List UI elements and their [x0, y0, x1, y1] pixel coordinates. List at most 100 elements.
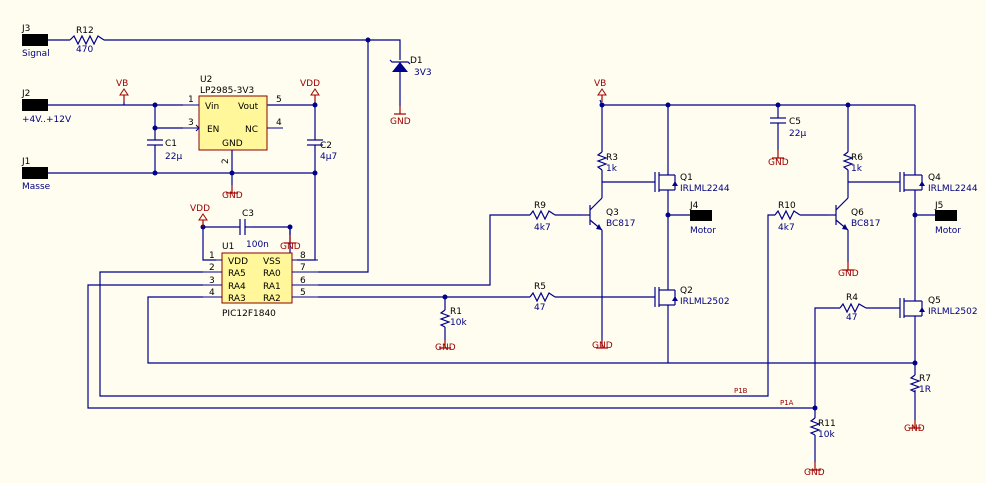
mcu-pin-name-1: VDD [228, 257, 248, 267]
svg-text:GND: GND [435, 343, 456, 353]
regulator-pin-vout: Vout [238, 102, 259, 112]
capacitor-c1-ref: C1 [165, 139, 177, 149]
resistor-r4[interactable]: R4 47 [839, 293, 867, 323]
connector-j4[interactable]: J4 Motor [689, 201, 716, 236]
mcu-pin-name-5: RA2 [263, 294, 281, 304]
ground-u2: GND [222, 184, 243, 201]
resistor-r3[interactable]: R3 1k [596, 151, 618, 174]
resistor-r12[interactable]: R12 470 [69, 26, 105, 55]
svg-text:GND: GND [904, 424, 925, 434]
capacitor-c3-ref: C3 [242, 209, 254, 219]
resistor-r3-value: 1k [606, 164, 618, 174]
connector-j1-name: Masse [22, 182, 51, 192]
connector-j4-ref: J4 [689, 201, 699, 211]
regulator-pinnum-1: 1 [188, 95, 194, 105]
capacitor-c2-value: 4µ7 [320, 152, 337, 162]
zener-diode-d1[interactable]: D1 3V3 [389, 56, 432, 82]
connector-j5-name: Motor [935, 226, 961, 236]
mcu-u1[interactable]: U1 PIC12F1840 VDD RA5 RA4 RA3 VSS RA0 RA… [203, 242, 318, 319]
transistor-q1-value: IRLML2244 [680, 184, 730, 194]
resistor-r10[interactable]: R10 4k7 [774, 201, 801, 233]
svg-text:VDD: VDD [300, 79, 320, 89]
ground-q3: GND [592, 339, 613, 351]
power-vb-right: VB [594, 79, 607, 103]
mcu-pin-name-2: RA5 [228, 269, 246, 279]
resistor-r7-ref: R7 [919, 374, 931, 384]
svg-text:GND: GND [222, 191, 243, 201]
transistor-q6[interactable]: Q6 BC817 [828, 197, 880, 231]
connector-j2[interactable]: J2 +4V..+12V [21, 89, 72, 125]
transistor-q3-value: BC817 [606, 219, 635, 229]
connector-j2-ref: J2 [21, 89, 30, 99]
transistor-q1-ref: Q1 [680, 173, 693, 183]
resistor-r5-value: 47 [534, 303, 545, 313]
connector-j5[interactable]: J5 Motor [934, 201, 961, 236]
mcu-pin-num-6: 6 [300, 276, 306, 286]
resistor-r5-ref: R5 [534, 282, 546, 292]
net-label-p1a: P1A [780, 399, 794, 407]
connector-j3-ref: J3 [21, 24, 30, 34]
resistor-r9[interactable]: R9 4k7 [529, 201, 556, 233]
ground-d1: GND [390, 105, 411, 127]
svg-text:GND: GND [390, 117, 411, 127]
resistor-r11[interactable]: R11 10k [809, 417, 836, 440]
transistor-q3[interactable]: Q3 BC817 [582, 197, 635, 231]
capacitor-c3[interactable]: C3 100n [239, 209, 269, 250]
mcu-pin-name-3: RA4 [228, 282, 246, 292]
mcu-pin-name-8: VSS [263, 257, 281, 267]
connector-j1[interactable]: J1 Masse [21, 157, 51, 192]
regulator-pinnum-4: 4 [276, 118, 282, 128]
ground-r7: GND [904, 419, 925, 434]
ground-q6: GND [838, 261, 859, 279]
svg-text:GND: GND [838, 269, 859, 279]
resistor-r6-value: 1k [851, 164, 863, 174]
resistor-r1-ref: R1 [450, 307, 462, 317]
regulator-u2[interactable]: U2 LP2985-3V3 Vin Vout EN NC GND 1 3 5 4… [183, 75, 283, 165]
capacitor-c1[interactable]: C1 22µ [147, 139, 182, 162]
transistor-q5-value: IRLML2502 [928, 307, 978, 317]
resistor-r12-value: 470 [76, 45, 93, 55]
capacitor-c2[interactable]: C2 4µ7 [307, 139, 337, 162]
regulator-pin-gnd: GND [222, 139, 243, 149]
mcu-pin-name-6: RA1 [263, 282, 281, 292]
connector-j5-ref: J5 [934, 201, 943, 211]
transistor-q4[interactable]: Q4 IRLML2244 [899, 170, 978, 195]
capacitor-c5[interactable]: C5 22µ [770, 117, 806, 139]
resistor-r6[interactable]: R6 1k [842, 151, 863, 174]
resistor-r11-ref: R11 [818, 419, 836, 429]
resistor-r6-ref: R6 [851, 153, 863, 163]
resistor-r11-value: 10k [818, 430, 835, 440]
regulator-u2-value: LP2985-3V3 [200, 86, 254, 96]
ground-c5: GND [768, 149, 789, 168]
transistor-q4-ref: Q4 [928, 173, 941, 183]
resistor-r9-ref: R9 [534, 201, 546, 211]
svg-text:VB: VB [594, 79, 606, 89]
resistor-r7[interactable]: R7 1R [909, 374, 931, 395]
resistor-r10-ref: R10 [778, 201, 796, 211]
svg-text:GND: GND [280, 242, 301, 252]
zener-diode-d1-ref: D1 [410, 56, 423, 66]
transistor-q6-value: BC817 [851, 219, 880, 229]
regulator-pinnum-5: 5 [276, 95, 282, 105]
resistor-r1[interactable]: R1 10k [439, 307, 467, 328]
resistor-r5[interactable]: R5 47 [529, 282, 556, 313]
regulator-pinnum-3: 3 [188, 118, 194, 128]
connector-j3-name: Signal [22, 49, 50, 59]
mcu-pin-num-4: 4 [209, 288, 215, 298]
transistor-q3-ref: Q3 [606, 208, 619, 218]
resistor-r1-value: 10k [450, 318, 467, 328]
capacitor-c5-ref: C5 [789, 117, 801, 127]
transistor-q1[interactable]: Q1 IRLML2244 [654, 170, 730, 195]
connector-j3[interactable]: J3 Signal [21, 24, 50, 59]
svg-text:GND: GND [768, 158, 789, 168]
mcu-pin-num-5: 5 [300, 288, 306, 298]
svg-text:VB: VB [116, 79, 128, 89]
transistor-q5[interactable]: Q5 IRLML2502 [899, 295, 978, 320]
power-vdd-reg: VDD [300, 79, 320, 103]
resistor-r4-ref: R4 [846, 293, 858, 303]
capacitor-c3-value: 100n [246, 240, 269, 250]
mcu-pin-num-7: 7 [300, 263, 306, 273]
mcu-u1-value: PIC12F1840 [222, 309, 276, 319]
mcu-pin-name-4: RA3 [228, 294, 246, 304]
transistor-q2[interactable]: Q2 IRLML2502 [654, 285, 730, 310]
